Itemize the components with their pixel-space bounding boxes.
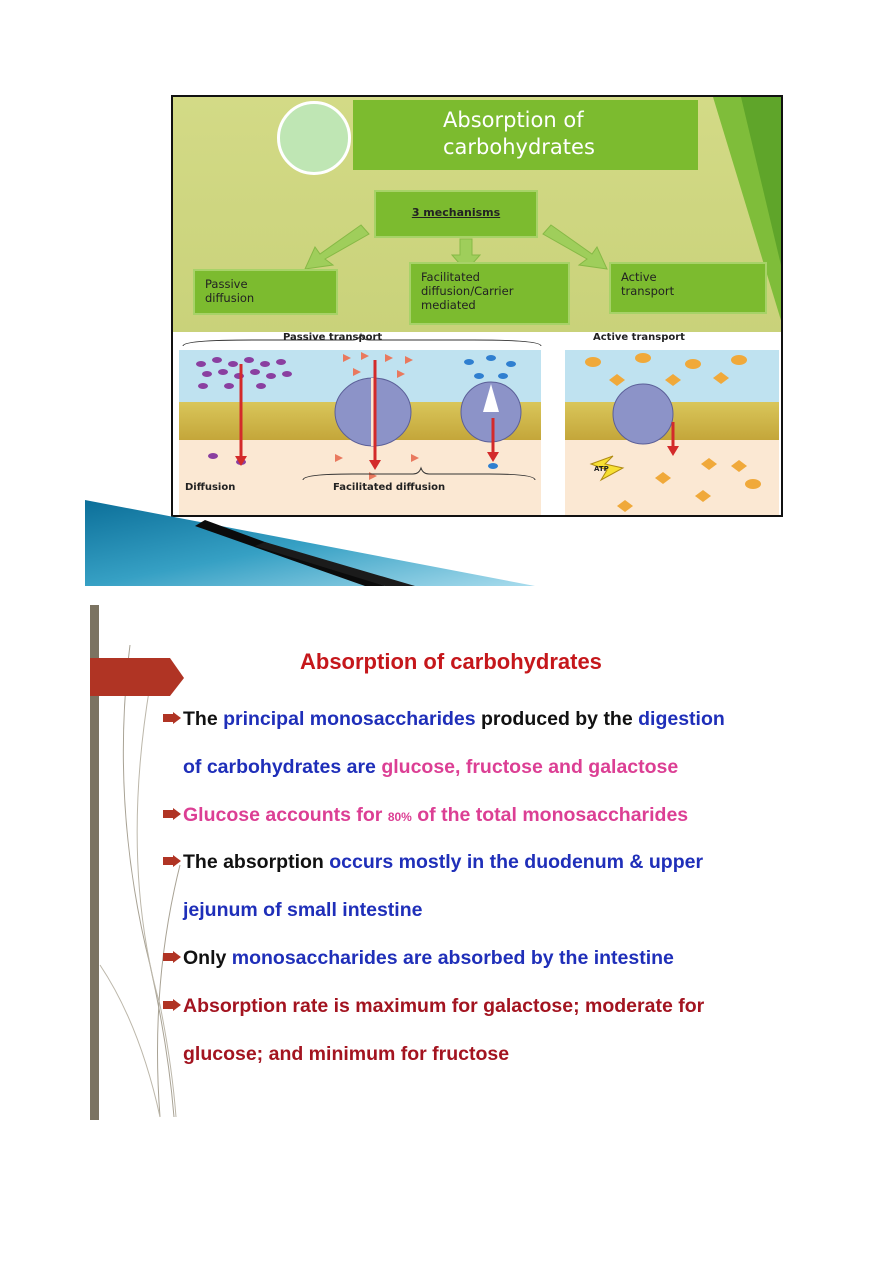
text: of carbohydrates are [183, 756, 382, 778]
active-transport-label: Active transport [593, 332, 685, 343]
slide-1-title: Absorption of carbohydrates [443, 107, 595, 161]
text: The [183, 708, 224, 730]
bullet-2: Glucose accounts for 80% of the total mo… [163, 804, 688, 827]
text: of the total monosaccharides [411, 804, 689, 826]
text: digestion [638, 708, 725, 730]
text: Glucose accounts for [183, 804, 388, 826]
slide-1-image: Absorption of carbohydrates 3 mechanisms… [171, 95, 783, 517]
carrier-molecules [464, 355, 516, 469]
active-transport-box: Active transport [609, 262, 767, 314]
bullet-arrow-icon [163, 855, 181, 867]
bullet-1-continued: of carbohydrates are glucose, fructose a… [183, 756, 678, 779]
left-vertical-bar [90, 605, 99, 1120]
bullet-4: Only monosaccharides are absorbed by the… [163, 947, 674, 970]
text: glucose, fructose and galactose [381, 756, 679, 778]
title-line-2: carbohydrates [443, 135, 595, 159]
pump-protein [612, 383, 674, 445]
arrow-right-icon [542, 224, 608, 270]
arrow-head-icon [369, 460, 381, 470]
passive-transport-label: Passive transport [283, 332, 382, 343]
facilitated-diffusion-box: Facilitated diffusion/Carrier mediated [409, 262, 570, 325]
brace [302, 466, 536, 481]
atp-burst-icon [589, 455, 625, 482]
mechanisms-box: 3 mechanisms [374, 190, 538, 238]
bullet-arrow-icon [163, 951, 181, 963]
bullet-5: Absorption rate is maximum for galactose… [163, 995, 704, 1018]
title-banner [353, 100, 698, 170]
bullet-arrow-icon [163, 712, 181, 724]
text: The absorption [183, 851, 330, 873]
text: monosaccharides are absorbed by the inte… [231, 947, 674, 969]
title-line-1: Absorption of [443, 108, 584, 132]
bullet-3-continued: jejunum of small intestine [183, 899, 422, 922]
bullet-arrow-icon [163, 999, 181, 1011]
text: principal monosaccharides [223, 708, 482, 730]
bullet-1: The principal monosaccharides produced b… [163, 708, 725, 731]
arrow-head-icon [487, 452, 499, 462]
passive-diffusion-box: Passive diffusion [193, 269, 338, 315]
bullet-3: The absorption occurs mostly in the duod… [163, 851, 703, 874]
title-flag [90, 658, 184, 696]
slide-2-title: Absorption of carbohydrates [300, 649, 602, 674]
transport-diagram: ATP Passive transport Active transport D… [173, 332, 781, 515]
atp-label: ATP [594, 465, 609, 473]
slide-divider-wedge [85, 500, 535, 586]
decorative-curves [99, 644, 181, 1118]
text: 80% [387, 810, 412, 824]
bullet-5-continued: glucose; and minimum for fructose [183, 1043, 509, 1066]
decorative-triangle [741, 97, 781, 282]
slide-2: Absorption of carbohydrates The principa… [90, 605, 790, 1120]
facilitated-diffusion-label: Facilitated diffusion [333, 482, 445, 493]
arrow-head-icon [235, 456, 247, 466]
brace [182, 332, 542, 347]
text: occurs mostly in the duodenum & upper [329, 851, 704, 873]
arrow-head-icon [667, 446, 679, 456]
text: Only [183, 947, 232, 969]
decorative-circle [277, 101, 351, 175]
text: glucose; and minimum for fructose [183, 1043, 510, 1065]
text: Absorption rate is maximum for galactose… [183, 995, 705, 1017]
diffusion-label: Diffusion [185, 482, 235, 493]
bullet-arrow-icon [163, 808, 181, 820]
text: produced by the [481, 708, 639, 730]
text: jejunum of small intestine [183, 899, 423, 921]
arrow-left-icon [304, 224, 370, 270]
membrane-illustration: ATP Passive transport Active transport D… [179, 332, 779, 515]
active-molecules [585, 353, 761, 512]
